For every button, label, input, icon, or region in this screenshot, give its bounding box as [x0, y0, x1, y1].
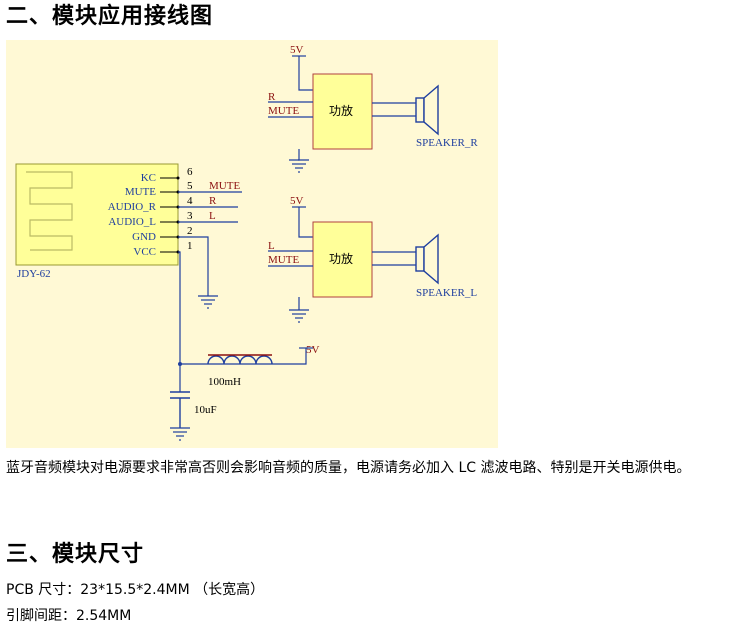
pin-num-3: 3: [187, 210, 193, 222]
filter-supply: 5V: [306, 344, 320, 356]
amplifier-left: 5V 功放 L MUTE SPEAKER_L: [268, 195, 477, 323]
speaker-left-label: SPEAKER_L: [416, 287, 477, 299]
ground-symbol-amp-top: [289, 159, 309, 173]
pin-num-6: 6: [187, 166, 193, 178]
section-2-title: 二、模块应用接线图: [6, 4, 214, 29]
speaker-left-icon: [415, 233, 439, 285]
power-note: 蓝牙音频模块对电源要求非常高否则会影响音频的质量，电源请务必加入 LC 滤波电路…: [6, 460, 691, 476]
pin-pitch-line: 引脚间距：2.54MM: [6, 608, 132, 624]
wiring-diagram: JDY-62 KC MUTE AUDIO_R AUDIO_L GND VCC 6…: [6, 40, 498, 448]
amp-bottom-label: 功放: [329, 251, 353, 266]
pin-num-1: 1: [187, 240, 193, 252]
module-name: JDY-62: [17, 268, 51, 280]
pin-num-2: 2: [187, 225, 193, 237]
pin-label-kc: KC: [141, 172, 156, 184]
pcb-size-line: PCB 尺寸：23*15.5*2.4MM （长宽高）: [6, 582, 265, 598]
pin-label-gnd: GND: [132, 231, 156, 243]
amp-bottom-in1: L: [268, 240, 275, 252]
amp-bottom-in2: MUTE: [268, 254, 299, 266]
lc-filter: 100mH 5V 10uF: [170, 344, 320, 441]
ground-symbol-module: [198, 295, 218, 309]
pin-label-vcc: VCC: [133, 246, 156, 258]
inductor-symbol: [207, 354, 273, 365]
capacitor-symbol: [170, 391, 190, 428]
amp-top-in1: R: [268, 91, 276, 103]
ground-symbol-filter: [170, 427, 190, 441]
section-3-title: 三、模块尺寸: [6, 542, 145, 567]
pin-num-5: 5: [187, 180, 193, 192]
amplifier-right: 5V 功放 R MUTE SPEAKER_R: [268, 44, 478, 173]
net-label-mute: MUTE: [209, 180, 240, 192]
pin-num-4: 4: [187, 195, 193, 207]
pin-label-audio-l: AUDIO_L: [108, 216, 156, 228]
amp-bottom-supply: 5V: [290, 195, 304, 207]
pin-label-audio-r: AUDIO_R: [108, 201, 157, 213]
amp-top-in2: MUTE: [268, 105, 299, 117]
amp-top-supply: 5V: [290, 44, 304, 56]
amp-top-label: 功放: [329, 103, 353, 118]
speaker-right-icon: [415, 84, 439, 136]
pin-label-mute: MUTE: [125, 186, 156, 198]
capacitor-label: 10uF: [194, 404, 217, 416]
speaker-right-label: SPEAKER_R: [416, 137, 478, 149]
inductor-label: 100mH: [208, 376, 241, 388]
net-label-r: R: [209, 195, 217, 207]
net-label-l: L: [209, 210, 216, 222]
antenna-trace: [26, 171, 73, 251]
ground-symbol-amp-bottom: [289, 309, 309, 323]
module-jdy62: JDY-62 KC MUTE AUDIO_R AUDIO_L GND VCC 6…: [15, 163, 307, 392]
